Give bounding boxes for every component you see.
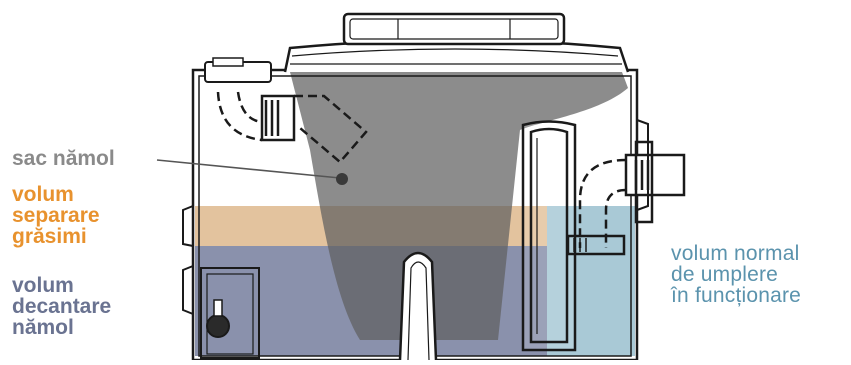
left-brackets <box>183 206 193 314</box>
sludge-bag-label: sac nămol <box>12 148 115 169</box>
sludge-settling-volume-label: volum decantare nămol <box>12 275 111 338</box>
sludge-bag-marker <box>336 173 348 185</box>
grease-separation-volume-label: volum separare grăsimi <box>12 184 100 247</box>
normal-fill-volume-label: volum normal de umplere în funcționare <box>671 243 801 306</box>
bottom-arch <box>400 253 436 360</box>
